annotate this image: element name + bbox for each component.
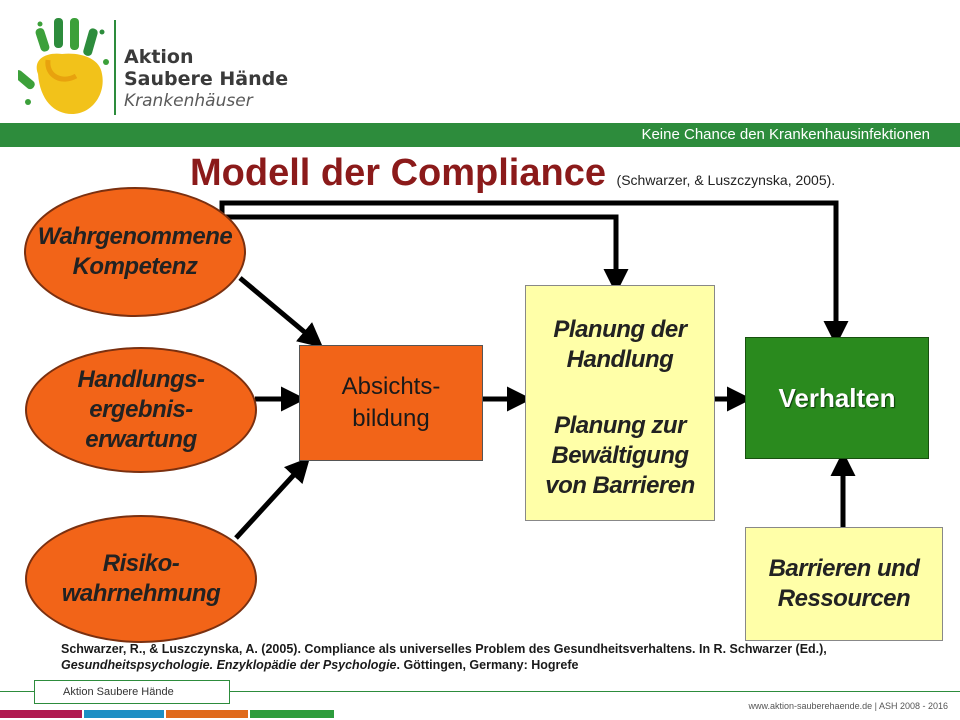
logo-line-krankenhaeuser: Krankenhäuser bbox=[124, 91, 253, 111]
node-risiko-line2: wahrnehmung bbox=[61, 580, 221, 607]
footer-stripe-green bbox=[250, 710, 334, 718]
node-verhalten-label: Verhalten bbox=[778, 382, 896, 413]
reference-citation: Schwarzer, R., & Luszczynska, A. (2005).… bbox=[61, 641, 931, 673]
reference-part2: . Göttingen, Germany: Hogrefe bbox=[396, 658, 579, 672]
logo-text: Aktion Saubere Hände Krankenhäuser bbox=[124, 46, 288, 112]
slide-title: Modell der Compliance (Schwarzer, & Lusz… bbox=[190, 152, 835, 195]
footer-stripe-red bbox=[0, 710, 82, 718]
connector-top-to-planung bbox=[219, 205, 629, 295]
node-planung-handlung-line1: Planung der bbox=[553, 316, 687, 343]
node-absicht-line2: bildung bbox=[352, 405, 430, 432]
connector-top-to-verhalten bbox=[219, 200, 849, 347]
node-wahrgenommene-line1: Wahrgenommene bbox=[37, 223, 233, 250]
node-risiko-line1: Risiko- bbox=[102, 550, 180, 577]
node-wahrgenommene-line2: Kompetenz bbox=[72, 253, 198, 280]
node-risikowahrnehmung: Risiko- wahrnehmung bbox=[25, 515, 257, 643]
logo-line-saubere-haende: Saubere Hände bbox=[124, 68, 289, 90]
node-planung-zur-bewaeltigung: Planung zur Bewältigung von Barrieren bbox=[526, 404, 714, 508]
node-handlung-line3: erwartung bbox=[85, 426, 197, 453]
node-planung: Planung der Handlung Planung zur Bewälti… bbox=[525, 285, 715, 521]
node-planung-bewaeltigung-line1: Planung zur bbox=[554, 412, 686, 439]
node-absichtsbildung: Absichts- bildung bbox=[299, 345, 483, 461]
hand-logo-icon bbox=[18, 18, 109, 114]
logo-line-aktion: Aktion bbox=[124, 46, 194, 68]
footer-url: www.aktion-sauberehaende.de | ASH 2008 -… bbox=[748, 701, 948, 711]
footer-stripe-orange bbox=[166, 710, 248, 718]
node-planung-der-handlung: Planung der Handlung bbox=[526, 300, 714, 390]
footer-stripe-blue bbox=[84, 710, 164, 718]
header-bar bbox=[0, 123, 960, 147]
node-handlungsergebnis-erwartung: Handlungs- ergebnis- erwartung bbox=[25, 347, 257, 473]
node-barrieren-line1: Barrieren und bbox=[768, 555, 920, 582]
node-planung-bewaeltigung-line2: Bewältigung bbox=[551, 442, 689, 469]
node-handlung-line2: ergebnis- bbox=[89, 396, 193, 423]
reference-part1: Schwarzer, R., & Luszczynska, A. (2005).… bbox=[61, 642, 827, 656]
node-wahrgenommene-kompetenz: Wahrgenommene Kompetenz bbox=[24, 187, 246, 317]
node-handlung-line1: Handlungs- bbox=[77, 366, 206, 393]
reference-italic: Gesundheitspsychologie. Enzyklopädie der… bbox=[61, 658, 397, 672]
footer-line bbox=[0, 691, 960, 692]
logo-divider bbox=[114, 20, 116, 115]
arrow-kompetenz-to-absicht bbox=[238, 276, 324, 348]
node-verhalten: Verhalten bbox=[745, 337, 929, 459]
header-tagline: Keine Chance den Krankenhausinfektionen bbox=[641, 126, 930, 143]
arrow-risiko-to-absicht bbox=[234, 457, 311, 540]
title-citation: (Schwarzer, & Luszczynska, 2005). bbox=[616, 172, 836, 188]
node-planung-handlung-line2: Handlung bbox=[566, 346, 674, 373]
title-main: Modell der Compliance bbox=[190, 152, 606, 194]
node-barrieren-line2: Ressourcen bbox=[777, 585, 911, 612]
node-absicht-line1: Absichts- bbox=[341, 373, 441, 400]
node-barrieren-ressourcen: Barrieren und Ressourcen bbox=[745, 527, 943, 641]
node-planung-bewaeltigung-line3: von Barrieren bbox=[545, 472, 695, 499]
footer-label-box: Aktion Saubere Hände bbox=[34, 680, 230, 704]
